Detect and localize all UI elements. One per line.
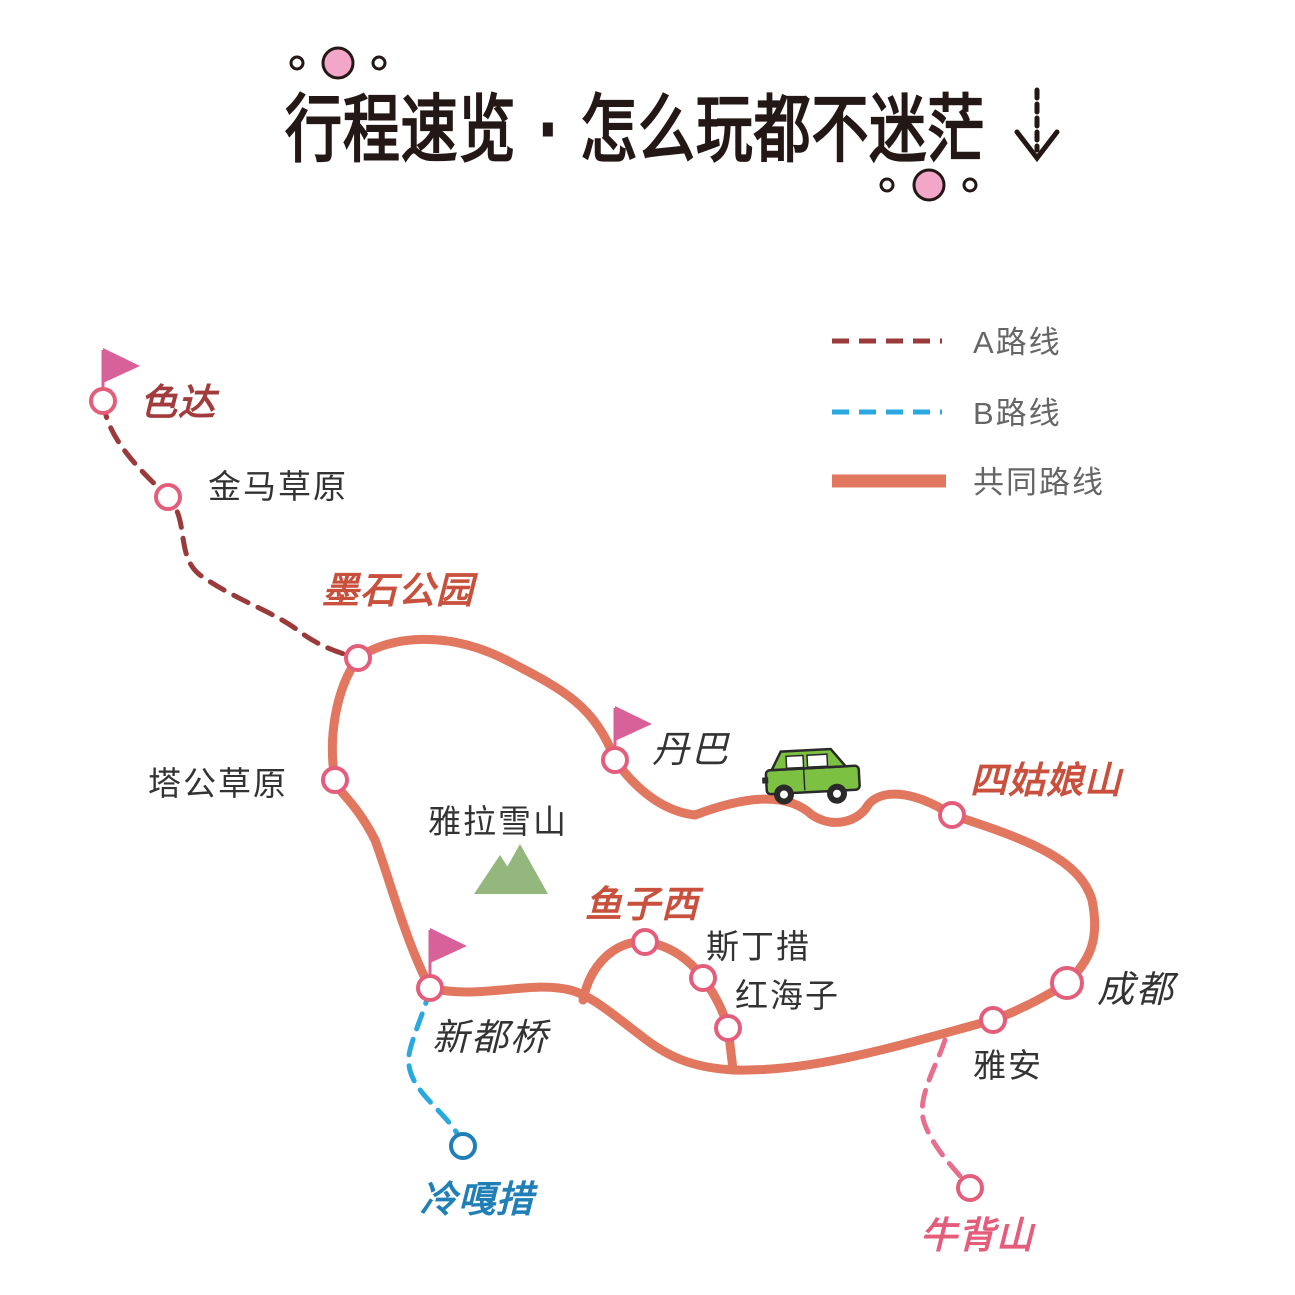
page-title: 行程速览 · 怎么玩都不迷茫 <box>285 87 985 173</box>
car-icon <box>762 747 861 805</box>
label-seda: 色达 <box>140 381 220 424</box>
node-honghaizi <box>714 1014 742 1042</box>
node-niubeishan <box>956 1174 984 1202</box>
legend: A路线 B路线 共同路线 <box>832 325 1105 500</box>
label-chengdu: 成都 <box>1097 969 1179 1010</box>
title-decoration-bottom <box>879 168 978 202</box>
legend-label-shared: 共同路线 <box>973 465 1105 500</box>
label-siguniang: 四姑娘山 <box>970 759 1124 802</box>
node-moshi <box>344 644 372 672</box>
route-a-path <box>100 399 361 661</box>
label-yala: 雅拉雪山 <box>428 803 568 840</box>
node-chengdu <box>1050 966 1084 1000</box>
label-moshi: 墨石公园 <box>322 569 479 612</box>
map-nodes <box>89 387 1084 1202</box>
label-danba: 丹巴 <box>652 729 730 770</box>
label-sidingcuo: 斯丁措 <box>706 928 811 965</box>
arrow-down-icon <box>1014 87 1060 163</box>
node-xindu <box>416 974 444 1002</box>
title-decoration-top <box>289 46 387 80</box>
node-lenggacuo <box>449 1132 477 1160</box>
node-siguniang <box>938 801 966 829</box>
node-sidingcuo <box>689 964 717 992</box>
node-tagong <box>321 766 349 794</box>
legend-label-a: A路线 <box>973 325 1062 360</box>
label-yaan: 雅安 <box>973 1047 1043 1084</box>
node-seda <box>89 387 117 415</box>
label-jinma: 金马草原 <box>208 468 348 505</box>
label-yuzixi: 鱼子西 <box>585 883 704 926</box>
mountain-icon <box>474 844 548 894</box>
node-danba <box>601 746 629 774</box>
node-yuzixi <box>631 928 659 956</box>
label-lenggacuo: 冷嘎措 <box>420 1178 539 1221</box>
route-b-path <box>406 985 466 1148</box>
label-xindu: 新都桥 <box>432 1017 551 1058</box>
label-tagong: 塔公草原 <box>148 765 288 802</box>
label-niubeishan: 牛背山 <box>920 1214 1036 1257</box>
legend-label-b: B路线 <box>973 396 1062 431</box>
node-yaan <box>979 1006 1007 1034</box>
label-honghaizi: 红海子 <box>735 977 840 1014</box>
node-jinma <box>154 483 182 511</box>
shared-route <box>327 634 1100 1075</box>
niubeishan-branch-path <box>919 1037 973 1190</box>
